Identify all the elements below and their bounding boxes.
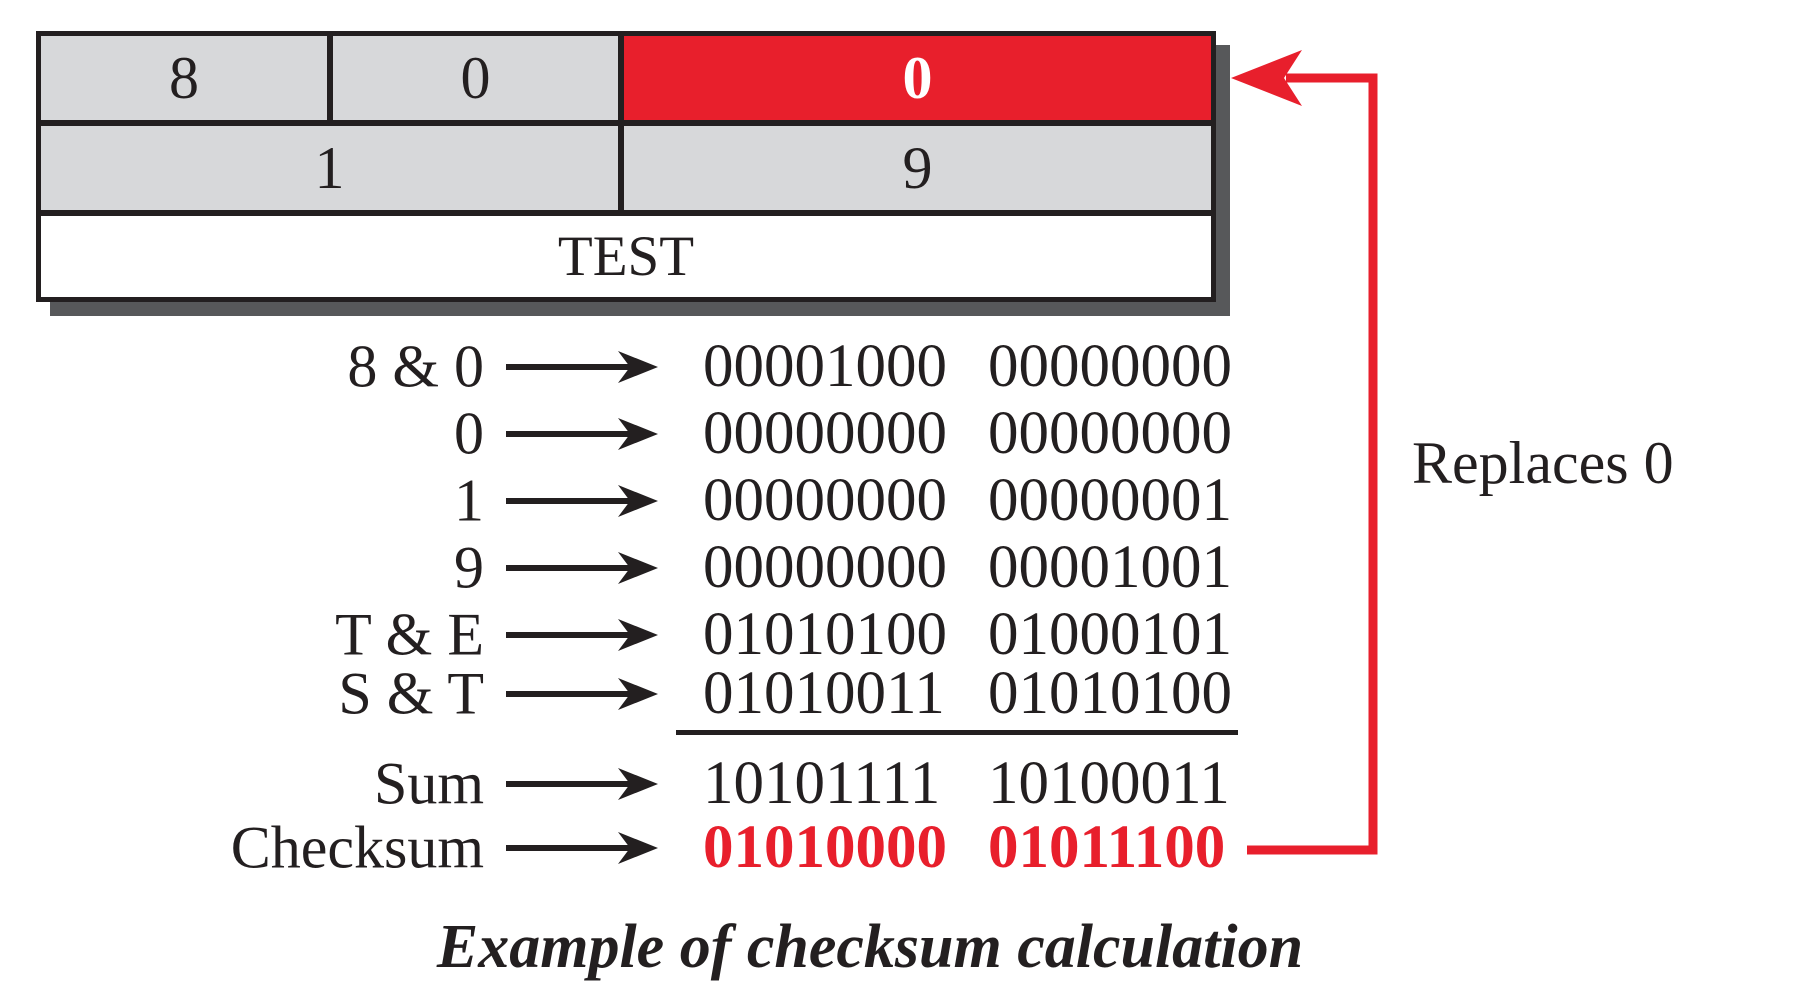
binary-octet: 00000000 xyxy=(703,400,947,467)
right-arrow-icon xyxy=(506,619,658,651)
right-arrow-icon xyxy=(506,552,658,584)
binary-octet: 01010100 xyxy=(703,601,947,668)
binary-octet: 01011100 xyxy=(988,814,1226,881)
binary-octet: 01000101 xyxy=(988,601,1232,668)
packet-table: 8 0 0 1 9 TEST xyxy=(36,31,1216,302)
right-arrow-icon xyxy=(506,768,658,800)
calc-row: S & T 01010011 01010100 xyxy=(0,659,1793,729)
binary-octet: 10100011 xyxy=(988,750,1230,817)
calc-row-label: Sum xyxy=(373,750,484,817)
packet-cell-checksum-highlighted: 0 xyxy=(624,36,1211,120)
calc-row: 0 00000000 00000000 xyxy=(0,399,1793,469)
packet-cell-1: 1 xyxy=(41,126,618,210)
binary-octet: 01010100 xyxy=(988,660,1232,727)
figure-caption: Example of checksum calculation xyxy=(436,913,1304,981)
binary-octet: 10101111 xyxy=(703,750,941,817)
right-arrow-icon xyxy=(506,418,658,450)
calc-row-label: 0 xyxy=(454,400,484,467)
packet-cell-8: 8 xyxy=(41,36,327,120)
packet-cell-9: 9 xyxy=(624,126,1211,210)
binary-octet: 00000001 xyxy=(988,467,1232,534)
binary-octet: 01010011 xyxy=(703,660,945,727)
calc-row-label: 9 xyxy=(454,534,484,601)
binary-octet: 00000000 xyxy=(703,534,947,601)
binary-octet: 00000000 xyxy=(988,400,1232,467)
calc-row: 9 00000000 00001001 xyxy=(0,533,1793,603)
calc-row: T & E 01010100 01000101 xyxy=(0,600,1793,670)
right-arrow-icon xyxy=(506,485,658,517)
calc-row: 1 00000000 00000001 xyxy=(0,466,1793,536)
binary-octet: 00000000 xyxy=(988,333,1232,400)
calc-row-label: T & E xyxy=(335,601,484,668)
checksum-row: Checksum 01010000 01011100 xyxy=(0,813,1793,883)
right-arrow-icon xyxy=(506,351,658,383)
calc-row-label: S & T xyxy=(338,660,484,727)
calc-row-label: 8 & 0 xyxy=(347,333,484,400)
binary-octet: 00001001 xyxy=(988,534,1232,601)
binary-octet: 01010000 xyxy=(703,814,947,881)
calc-row: 8 & 0 00001000 00000000 xyxy=(0,332,1793,402)
right-arrow-icon xyxy=(506,832,658,864)
calc-row-label: Checksum xyxy=(230,814,484,881)
binary-octet: 00000000 xyxy=(703,467,947,534)
calc-row-label: 1 xyxy=(454,467,484,534)
sum-row: Sum 10101111 10100011 xyxy=(0,749,1793,819)
sum-divider-rule xyxy=(676,730,1238,735)
binary-octet: 00001000 xyxy=(703,333,947,400)
replaces-annotation: Replaces 0 xyxy=(1412,430,1674,496)
packet-cell-0: 0 xyxy=(333,36,618,120)
packet-cell-test: TEST xyxy=(41,216,1211,297)
left-arrowhead-icon xyxy=(1231,50,1302,106)
right-arrow-icon xyxy=(506,678,658,710)
